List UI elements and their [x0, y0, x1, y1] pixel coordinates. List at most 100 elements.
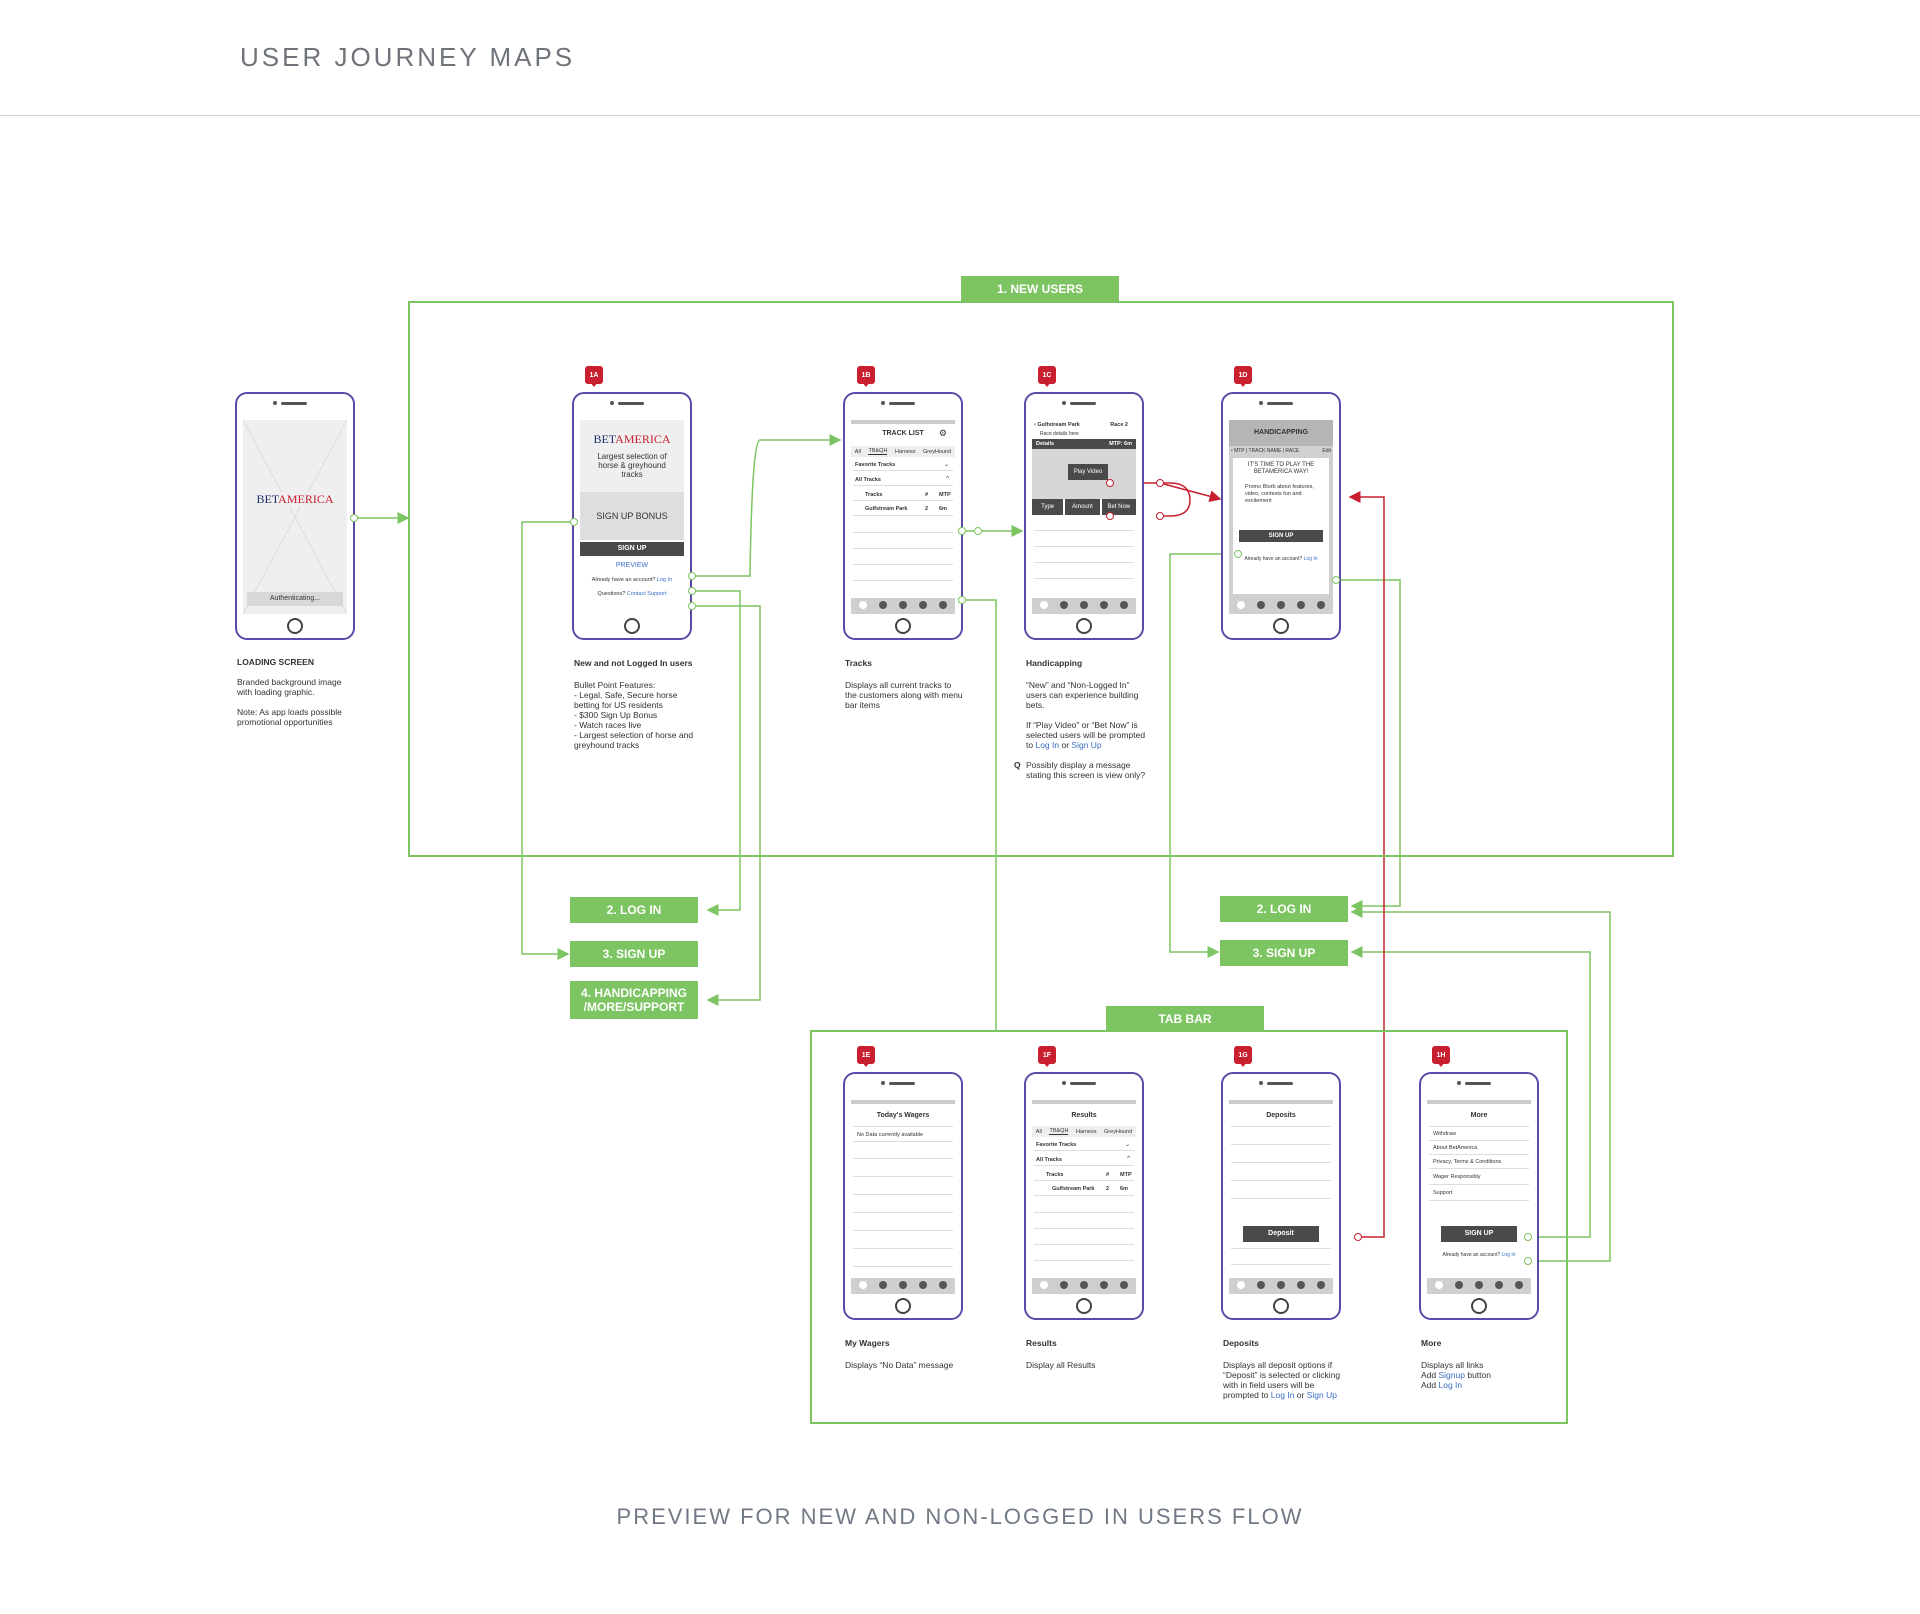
home-button — [895, 1298, 911, 1314]
support-prompt: Questions? Contact Support — [597, 591, 667, 597]
tab-icon-results[interactable] — [899, 1281, 907, 1289]
description-1h: More Displays all links Add Signup butto… — [1421, 1338, 1491, 1390]
tab-icon-deposit[interactable] — [919, 601, 927, 609]
tab-icon-more[interactable] — [1120, 1281, 1128, 1289]
tab-icon-my-wagers[interactable] — [1257, 601, 1265, 609]
tab-icon-results[interactable] — [1080, 601, 1088, 609]
flow-log-in-left[interactable]: 2. LOG IN — [570, 897, 698, 923]
bet-builder-bar: Type Amount Bet Now — [1032, 499, 1136, 515]
sign-up-button[interactable]: SIGN UP — [1441, 1226, 1517, 1242]
all-tracks-toggle[interactable]: All Tracks — [855, 477, 881, 483]
flow-sign-up-left[interactable]: 3. SIGN UP — [570, 941, 698, 967]
flow-log-in-right[interactable]: 2. LOG IN — [1220, 896, 1348, 922]
tab-icon-tracks[interactable] — [1237, 1281, 1245, 1289]
tab-icon-my-wagers[interactable] — [1060, 601, 1068, 609]
tab-icon-deposit[interactable] — [1100, 1281, 1108, 1289]
tab-icon-more[interactable] — [1317, 1281, 1325, 1289]
tab-icon-results[interactable] — [1475, 1281, 1483, 1289]
favorite-tracks-toggle[interactable]: Favorite Tracks — [1036, 1142, 1077, 1148]
tab-greyhound[interactable]: GreyHound — [923, 448, 952, 455]
contact-support-link[interactable]: Contact Support — [626, 591, 667, 597]
type-button[interactable]: Type — [1032, 499, 1064, 515]
tab-icon-tracks[interactable] — [859, 601, 867, 609]
tab-icon-deposit[interactable] — [1297, 601, 1305, 609]
menu-item-wager-responsibly[interactable]: Wager Responsibly — [1433, 1174, 1481, 1180]
tab-greyhound[interactable]: GreyHound — [1104, 1128, 1133, 1135]
tab-tbqh[interactable]: TB&QH — [868, 448, 888, 455]
tab-icon-deposit[interactable] — [1297, 1281, 1305, 1289]
loading-description: LOADING SCREEN Branded background image … — [237, 657, 342, 727]
home-button — [1076, 618, 1092, 634]
tab-icon-results[interactable] — [899, 601, 907, 609]
screen-title: Today's Wagers — [876, 1112, 930, 1119]
tab-icon-more[interactable] — [939, 1281, 947, 1289]
filter-tabs: All TB&QH Harness GreyHound — [851, 446, 955, 457]
phone-1f: Results All TB&QH Harness GreyHound Favo… — [1024, 1072, 1144, 1320]
tab-icon-tracks[interactable] — [859, 1281, 867, 1289]
question-marker: Q — [1014, 760, 1021, 770]
bet-now-button[interactable]: Bet Now — [1101, 499, 1136, 515]
menu-item-withdraw[interactable]: Withdraw — [1433, 1131, 1456, 1137]
new-users-label: 1. NEW USERS — [961, 276, 1119, 302]
play-video-button[interactable]: Play Video — [1068, 464, 1108, 480]
race-number: Race 2 — [1110, 422, 1128, 428]
tab-icon-more[interactable] — [939, 601, 947, 609]
tab-icon-deposit[interactable] — [919, 1281, 927, 1289]
preview-link[interactable]: PREVIEW — [615, 562, 649, 569]
login-link[interactable]: Log In — [656, 577, 673, 583]
sign-up-button[interactable]: SIGN UP — [1239, 530, 1323, 542]
tab-icon-my-wagers[interactable] — [1257, 1281, 1265, 1289]
favorite-tracks-toggle[interactable]: Favorite Tracks — [855, 462, 896, 468]
tab-harness[interactable]: Harness — [894, 448, 916, 455]
gear-icon[interactable]: ⚙ — [938, 428, 947, 438]
tab-icon-results[interactable] — [1277, 601, 1285, 609]
sign-up-button[interactable]: SIGN UP — [580, 542, 684, 556]
tab-icon-results[interactable] — [1080, 1281, 1088, 1289]
tab-bar — [1229, 1278, 1333, 1294]
tab-icon-more[interactable] — [1120, 601, 1128, 609]
tab-icon-more[interactable] — [1515, 1281, 1523, 1289]
flow-handicapping[interactable]: 4. HANDICAPPING /MORE/SUPPORT — [570, 981, 698, 1019]
tab-icon-tracks[interactable] — [1040, 1281, 1048, 1289]
phone-1a: BETAMERICA Largest selection of horse & … — [572, 392, 692, 640]
flow-sign-up-right[interactable]: 3. SIGN UP — [1220, 940, 1348, 966]
col-header-mtp: MTP — [939, 492, 951, 498]
menu-item-support[interactable]: Support — [1433, 1190, 1453, 1196]
login-link[interactable]: Log In — [1303, 556, 1318, 562]
deposit-button[interactable]: Deposit — [1243, 1226, 1319, 1242]
description-1f: Results Display all Results — [1026, 1338, 1096, 1370]
tab-icon-tracks[interactable] — [1435, 1281, 1443, 1289]
all-tracks-toggle[interactable]: All Tracks — [1036, 1157, 1062, 1163]
tab-icon-deposit[interactable] — [1495, 1281, 1503, 1289]
menu-item-about[interactable]: About BetAmerica — [1433, 1145, 1478, 1151]
tab-icon-my-wagers[interactable] — [1455, 1281, 1463, 1289]
race-details: Race details here — [1040, 431, 1079, 437]
login-link[interactable]: Log In — [1501, 1252, 1516, 1258]
tab-icon-more[interactable] — [1317, 601, 1325, 609]
description-1g: Deposits Displays all deposit options if… — [1223, 1338, 1341, 1400]
filter-tabs: All TB&QH Harness GreyHound — [1032, 1126, 1136, 1137]
brand-logo: BETAMERICA — [593, 432, 671, 446]
tab-icon-tracks[interactable] — [1237, 601, 1245, 609]
screen-1e: Today's Wagers No Data currently availab… — [851, 1100, 955, 1294]
page-title: USER JOURNEY MAPS — [240, 42, 576, 72]
signup-bonus-banner[interactable]: SIGN UP BONUS — [580, 492, 684, 540]
tab-harness[interactable]: Harness — [1075, 1128, 1097, 1135]
tab-tbqh[interactable]: TB&QH — [1049, 1128, 1069, 1135]
bullet: - Largest selection of horse and greyhou… — [574, 730, 694, 750]
tab-all[interactable]: All — [1035, 1128, 1042, 1135]
tab-icon-my-wagers[interactable] — [879, 1281, 887, 1289]
tab-icon-my-wagers[interactable] — [879, 601, 887, 609]
col-header-tracks: Tracks — [1046, 1172, 1064, 1178]
tab-all[interactable]: All — [854, 448, 861, 455]
line-login-to-login — [692, 590, 741, 916]
screen-1b: TRACK LIST ⚙ All TB&QH Harness GreyHound… — [851, 420, 955, 614]
tab-icon-results[interactable] — [1277, 1281, 1285, 1289]
tab-icon-tracks[interactable] — [1040, 601, 1048, 609]
menu-item-privacy[interactable]: Privacy, Terms & Conditions — [1433, 1159, 1502, 1165]
tab-icon-deposit[interactable] — [1100, 601, 1108, 609]
amount-button[interactable]: Amount — [1065, 499, 1100, 515]
bullet: - $300 Sign Up Bonus — [574, 710, 658, 720]
home-button — [895, 618, 911, 634]
tab-icon-my-wagers[interactable] — [1060, 1281, 1068, 1289]
